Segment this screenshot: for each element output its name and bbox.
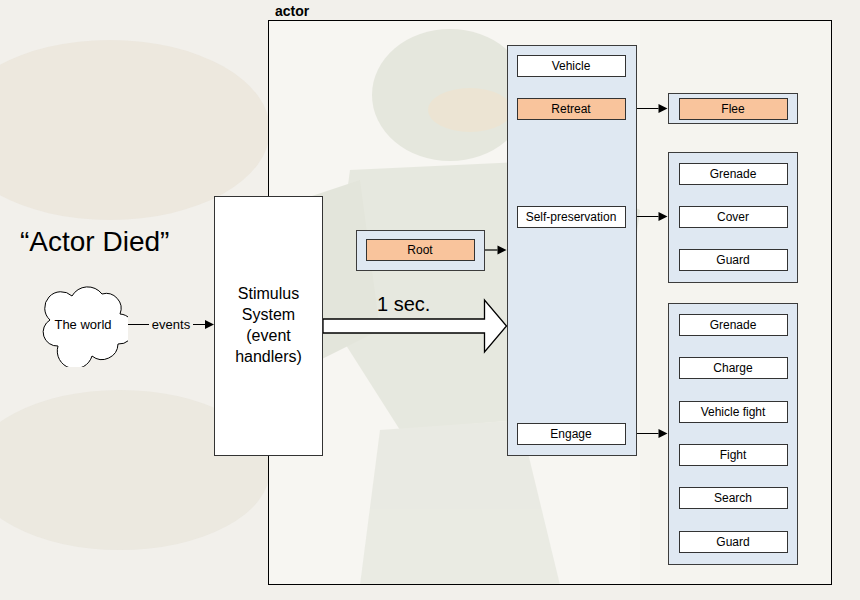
- behavior-box: Vehicle fight: [679, 401, 788, 423]
- cloud-node: The world: [38, 282, 128, 367]
- behavior-box: Grenade: [679, 163, 788, 185]
- arrowhead: [659, 212, 668, 221]
- behavior-box: Grenade: [679, 314, 788, 336]
- node-label: Search: [714, 491, 752, 505]
- group-frame: Flee: [668, 93, 798, 124]
- actor-boundary: actorRootVehicleRetreatSelf-preservation…: [268, 20, 832, 585]
- node-label: Vehicle: [552, 59, 591, 73]
- edge-label: 1 sec.: [377, 293, 430, 316]
- behavior-box: Vehicle: [517, 55, 626, 77]
- connector-arrow: [485, 246, 507, 255]
- node-label: Vehicle fight: [701, 405, 766, 419]
- node-label: Self-preservation: [526, 210, 617, 224]
- faint-illustration: [300, 29, 640, 585]
- arrowhead: [205, 320, 214, 329]
- edge-label-holder: events: [149, 317, 193, 332]
- behavior-box: Self-preservation: [517, 206, 626, 228]
- behavior-box: Root: [366, 239, 475, 261]
- helmet-shape: [372, 29, 528, 161]
- edge-label-holder: 1 sec.: [377, 293, 430, 316]
- node-label: Engage: [550, 427, 591, 441]
- arrowhead: [498, 246, 507, 255]
- arrowhead: [659, 429, 668, 438]
- node-label: Cover: [717, 210, 749, 224]
- faint-illustration: [640, 20, 832, 585]
- connector-line: [485, 249, 498, 250]
- node-label: Stimulus System (event handlers): [219, 284, 318, 367]
- group-frame: GrenadeCoverGuard: [668, 152, 798, 283]
- behavior-box: Cover: [679, 206, 788, 228]
- group-frame: VehicleRetreatSelf-preservationEngage: [507, 45, 637, 456]
- node-label: Charge: [713, 361, 752, 375]
- group-frame: GrenadeChargeVehicle fightFightSearchGua…: [668, 303, 798, 565]
- node-label: Grenade: [710, 167, 757, 181]
- group-frame: Root: [356, 230, 485, 271]
- behavior-box: Guard: [679, 531, 788, 553]
- actor-ground: [268, 20, 832, 585]
- behavior-box: Retreat: [517, 98, 626, 120]
- node-label: Fight: [720, 448, 747, 462]
- arrowhead: [659, 104, 668, 113]
- behavior-box: Engage: [517, 423, 626, 445]
- edge-label: events: [149, 317, 193, 332]
- label-holder: “Actor Died”: [20, 226, 169, 258]
- group-heading: actor: [275, 3, 837, 20]
- node-label: Flee: [721, 102, 744, 116]
- behavior-box: Flee: [679, 98, 788, 120]
- behavior-box: Fight: [679, 444, 788, 466]
- node-label: The world: [54, 317, 111, 332]
- cloud-shape: [43, 287, 128, 367]
- stimulus-system-box: Stimulus System (event handlers): [214, 196, 323, 456]
- node-label: Guard: [716, 253, 749, 267]
- visor-shape: [428, 88, 512, 132]
- event-callout: “Actor Died”: [20, 226, 169, 258]
- behavior-box: Charge: [679, 357, 788, 379]
- faint-illustration: [0, 40, 270, 220]
- behavior-box: Guard: [679, 249, 788, 271]
- node-label: Grenade: [710, 318, 757, 332]
- node-label: Root: [407, 243, 432, 257]
- behavior-box: Search: [679, 487, 788, 509]
- node-label: Guard: [716, 535, 749, 549]
- node-label: Retreat: [551, 102, 590, 116]
